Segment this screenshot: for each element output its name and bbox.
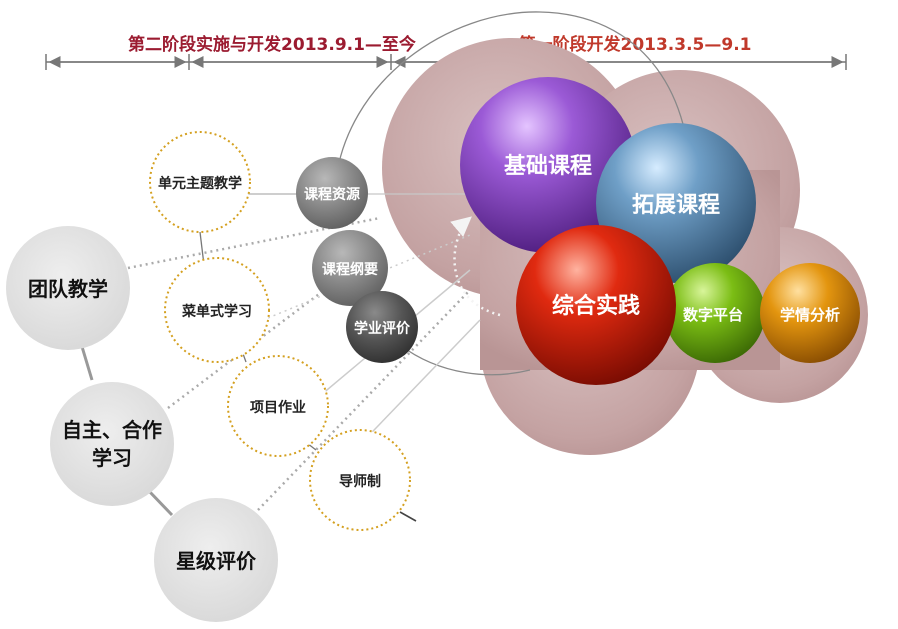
node-autonomous-learning: 自主、合作 学习: [50, 382, 174, 506]
sphere-digital-label: 数字平台: [683, 306, 743, 324]
node-resources: 课程资源: [296, 157, 368, 229]
sphere-digital: 数字平台: [665, 263, 765, 363]
node-outline-label: 课程纲要: [322, 261, 378, 278]
node-star-assessment-label: 星级评价: [176, 549, 257, 573]
node-menu-learning: 菜单式学习: [164, 257, 270, 363]
node-tutor-system: 导师制: [309, 429, 411, 531]
node-autonomous-learning-line1: 自主、合作: [62, 418, 162, 442]
sphere-analysis: 学情分析: [760, 263, 860, 363]
orbit-arc-top: [334, 11, 691, 188]
orbit-arc-bottom: [399, 344, 531, 376]
node-assessment: 学业评价: [346, 291, 418, 363]
node-resources-label: 课程资源: [304, 186, 360, 203]
sphere-extended-label: 拓展课程: [632, 193, 720, 218]
node-assessment-label: 学业评价: [354, 320, 411, 337]
node-tutor-system-label: 导师制: [339, 473, 381, 490]
cycle-arrow: [450, 216, 501, 317]
node-unit-teaching-label: 单元主题教学: [158, 175, 242, 192]
node-unit-teaching: 单元主题教学: [149, 131, 251, 233]
node-menu-learning-label: 菜单式学习: [181, 303, 252, 320]
phase2-label: 第二阶段实施与开发2013.9.1—至今: [128, 34, 416, 55]
node-team-teaching-label: 团队教学: [28, 277, 108, 301]
sphere-analysis-label: 学情分析: [780, 306, 840, 324]
sphere-basic: 基础课程: [460, 77, 636, 253]
node-project-work-label: 项目作业: [250, 399, 306, 416]
node-outline: 课程纲要: [312, 230, 388, 306]
sphere-comprehensive-label: 综合实践: [552, 293, 640, 319]
sphere-comprehensive: 综合实践: [516, 225, 676, 385]
node-team-teaching: 团队教学: [6, 226, 130, 350]
sphere-basic-label: 基础课程: [504, 154, 592, 179]
node-autonomous-learning-line2: 学习: [92, 446, 132, 470]
node-star-assessment: 星级评价: [154, 498, 278, 622]
node-project-work: 项目作业: [227, 355, 329, 457]
